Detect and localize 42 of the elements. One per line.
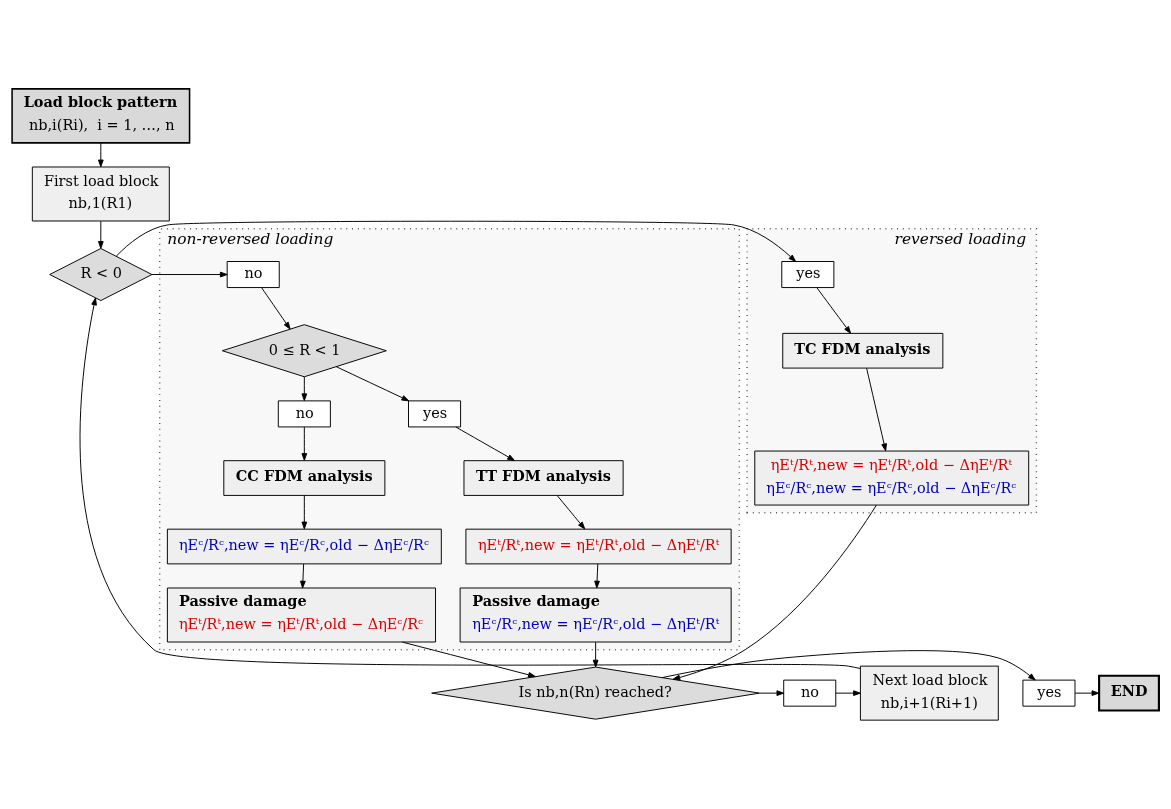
- arrow: [301, 426, 308, 461]
- node-box: yes: [1022, 679, 1076, 707]
- node-box: ηEᶜ/Rᶜ,new = ηEᶜ/Rᶜ,old − ΔηEᶜ/Rᶜ: [166, 528, 442, 565]
- arrow: [866, 367, 887, 452]
- node-box: Next load block nb,i+1(Ri+1): [859, 665, 999, 721]
- node-diamond: 0 ≤ R < 1: [221, 324, 387, 378]
- node-box: Load block pattern nb,i(Ri), i = 1, …, n: [11, 88, 191, 144]
- arrow: [835, 690, 861, 696]
- node-box: no: [226, 261, 280, 289]
- arrow: [816, 287, 852, 334]
- node-diamond: R < 0: [49, 248, 153, 302]
- arrow: [335, 366, 410, 402]
- node-box: CC FDM analysis: [223, 460, 386, 496]
- node-box: Passive damage ηEᶜ/Rᶜ,new = ηEᶜ/Rᶜ,old − ΔηEᵗ/Rᵗ: [459, 587, 732, 643]
- arrow: [556, 494, 586, 530]
- arrow: [455, 426, 515, 461]
- arrow: [301, 494, 308, 530]
- arrow: [97, 220, 104, 249]
- node-box: ηEᵗ/Rᵗ,new = ηEᵗ/Rᵗ,old − ΔηEᵗ/Rᵗ: [465, 528, 732, 565]
- node-box: yes: [408, 400, 462, 428]
- node-box: TC FDM analysis: [782, 332, 944, 369]
- arrow: [401, 641, 536, 678]
- node-box: ηEᵗ/Rᵗ,new = ηEᵗ/Rᵗ,old − ΔηEᵗ/Rᵗ ηEᶜ/Rᶜ,new = ηEᶜ/Rᶜ,old − ΔηEᶜ/Rᶜ: [754, 450, 1030, 506]
- arrow: [97, 142, 104, 168]
- arrow: [151, 271, 228, 278]
- node-box: no: [277, 400, 331, 428]
- arrow: [301, 376, 308, 402]
- arrow: [594, 563, 600, 589]
- arrow: [661, 650, 1036, 681]
- node-box: First load block nb,1(R1): [31, 166, 170, 222]
- node-diamond: Is nb,n(Rn) reached?: [431, 666, 761, 720]
- arrow: [672, 504, 877, 681]
- arrow: [261, 287, 291, 330]
- node-box: TT FDM analysis: [463, 460, 624, 496]
- node-box: yes: [781, 261, 835, 289]
- arrow: [759, 690, 785, 696]
- arrow: [115, 220, 797, 262]
- node-box: no: [783, 679, 837, 707]
- arrow: [1074, 690, 1100, 696]
- node-box: END: [1098, 674, 1160, 712]
- arrow: [300, 563, 306, 589]
- node-box: Passive damage ηEᵗ/Rᵗ,new = ηEᵗ/Rᵗ,old − ΔηEᶜ/Rᶜ: [166, 587, 436, 643]
